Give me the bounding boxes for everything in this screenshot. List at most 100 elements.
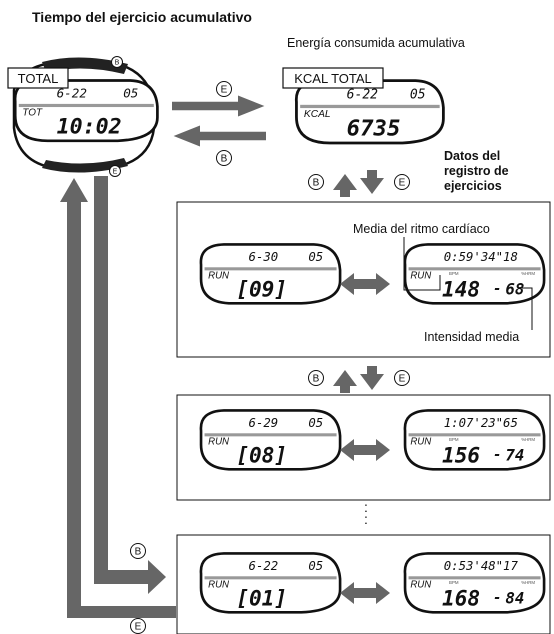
record-intensity: 74 [505,446,524,465]
swap-arrow-3 [340,582,390,604]
ellipsis: : : [364,499,368,527]
record-dash: - [493,447,501,463]
total-button-b[interactable]: B [111,56,123,68]
bezel-bottom-bar [42,158,128,173]
record-index: [01] [236,585,287,610]
record-dash: - [493,590,501,606]
record-hr: 168 [442,585,480,610]
vertical-nav-2: B E [308,366,410,393]
record-mode: RUN [208,271,229,282]
svg-text:B: B [313,374,320,385]
total-button-e[interactable]: E [109,165,121,177]
record-time: 1:07'23"65 [444,416,518,430]
record-index: [08] [236,442,287,467]
record-panel-2 [176,394,551,501]
hrm-label: %HRM [521,580,535,585]
total-main: 10:02 [57,115,122,140]
record-intensity: 68 [505,280,524,299]
arrow-down-2 [360,366,384,390]
record-1-right-lcd: 0:59'34"18 RUN BPM %HRM 148 - 68 [403,243,546,305]
total-mode: TOT [22,108,43,119]
record-mode: RUN [410,271,431,282]
record-3-left-lcd: 6-22 05 RUN [01] [199,552,342,614]
swap-arrow-2 [340,439,390,461]
bpm-label: BPM [449,271,459,276]
svg-text:E: E [399,374,406,385]
svg-text:B: B [221,154,228,165]
record-intensity: 84 [505,589,524,608]
record-date: 6-29 [249,416,279,430]
bpm-label: BPM [449,437,459,442]
intensity-callout-line [522,287,533,330]
arrow-to-total [173,125,266,147]
svg-text::: : [364,511,368,527]
kcal-date: 6-22 [347,87,379,102]
swap-arrow-1 [340,273,390,295]
kcal-box-label: KCAL TOTAL [282,67,384,89]
hrm-label: %HRM [521,271,535,276]
hr-label: Media del ritmo cardíaco [353,222,490,236]
kcal-mode: KCAL [304,109,331,120]
intensity-label: Intensidad media [424,330,519,344]
record-date: 6-22 [249,559,279,573]
record-1-left-lcd: 6-30 05 RUN [09] [199,243,342,305]
hr-callout-line [403,237,441,291]
return-arrow-up [60,178,176,618]
total-number: 05 [123,86,138,101]
kcal-lcd: 6-22 05 KCAL 6735 [294,79,445,145]
svg-text:E: E [221,85,228,96]
record-mode: RUN [208,580,229,591]
record-mode: RUN [208,437,229,448]
svg-text::: : [364,499,368,515]
kcal-main: 6735 [347,116,401,142]
svg-text:registro de: registro de [444,164,509,178]
energy-label: Energía consumida acumulativa [287,36,465,50]
bezel-top-bar [42,57,128,74]
record-dash: - [493,281,501,297]
up-arrowhead [60,178,88,202]
button-b-top: B [216,150,232,166]
record-2-right-lcd: 1:07'23"65 RUN BPM %HRM 156 - 74 [403,409,546,471]
record-date: 6-30 [249,250,279,264]
record-3-right-lcd: 0:53'48"17 RUN BPM %HRM 168 - 84 [403,552,546,614]
record-panel-1 [176,201,551,358]
button-e-1: E [394,174,410,190]
button-b-2: B [308,370,324,386]
svg-text:Datos del: Datos del [444,149,500,163]
record-number: 05 [308,250,323,264]
svg-text:B: B [135,547,142,558]
button-b-bottom: B [130,543,146,559]
button-b-1: B [308,174,324,190]
kcal-number: 05 [410,87,426,102]
svg-text:B: B [115,60,120,67]
button-e-bottom: E [130,618,146,634]
total-date: 6-22 [57,86,87,101]
svg-text:B: B [313,178,320,189]
svg-text:E: E [113,169,118,176]
record-index: [09] [236,276,287,301]
svg-text:E: E [399,178,406,189]
arrow-to-kcal [172,95,265,117]
record-hr: 148 [442,276,480,301]
record-number: 05 [308,559,323,573]
record-hr: 156 [442,442,480,467]
bpm-label: BPM [449,580,459,585]
arrow-down-1 [360,170,384,194]
svg-text:E: E [135,622,142,633]
record-time: 0:53'48"17 [444,559,519,573]
hrm-label: %HRM [521,437,535,442]
record-time: 0:59'34"18 [444,250,518,264]
log-label: Datos del registro de ejercicios [444,149,509,193]
arrow-up-1 [333,174,357,197]
button-e-2: E [394,370,410,386]
total-lcd: 6-22 05 TOT 10:02 [13,79,159,143]
svg-text:TOTAL: TOTAL [18,71,59,86]
down-arrow-to-last [94,176,166,594]
page-title: Tiempo del ejercicio acumulativo [32,9,252,25]
record-panel-3 [176,534,551,634]
button-e-top: E [216,81,232,97]
record-mode: RUN [410,580,431,591]
record-2-left-lcd: 6-29 05 RUN [08] [199,409,342,471]
vertical-nav-1: B E [308,170,410,197]
